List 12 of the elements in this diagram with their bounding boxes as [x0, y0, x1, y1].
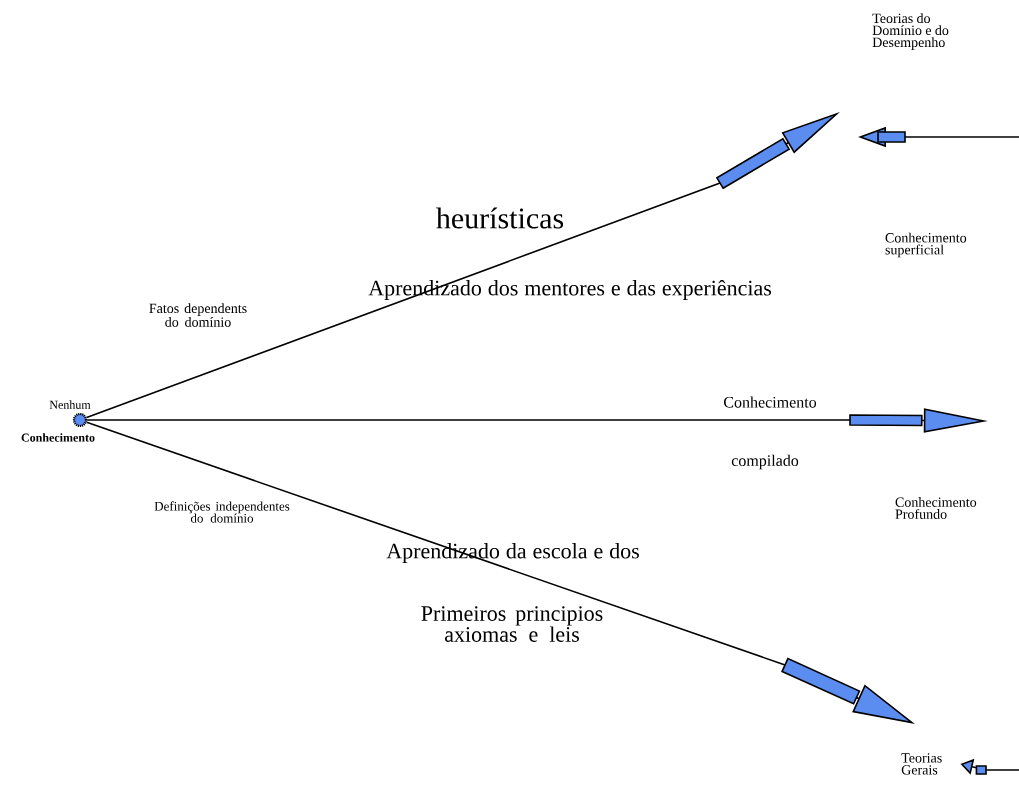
text-label: Conhecimento Profundo: [895, 497, 977, 519]
node-caption: Nenhum: [49, 400, 91, 409]
text-label: heurísticas: [436, 207, 564, 229]
text-label: Fatos dependents do domínio: [149, 303, 247, 327]
node-caption: Conhecimento: [21, 433, 95, 442]
text-label: Definições independentes do domínio: [154, 501, 290, 523]
text-label: Teorias Gerais: [901, 753, 942, 775]
text-label: Conhecimento superficial: [885, 232, 967, 258]
text-label: Primeiros principios axiomas e leis: [421, 606, 603, 642]
text-label: Teorias do Domínio e do Desempenho: [872, 13, 949, 50]
text-label: Conhecimento: [724, 396, 817, 408]
text-label: compilado: [731, 454, 799, 470]
